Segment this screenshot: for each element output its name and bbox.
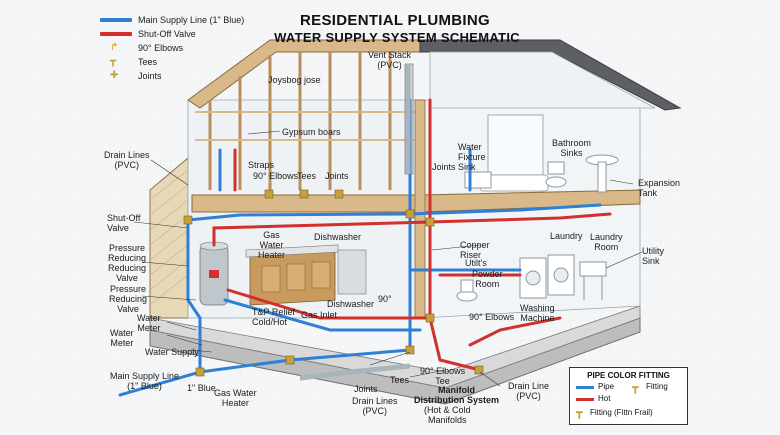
label-joints-2: Joints [432, 162, 456, 172]
label-laundry: Laundry [550, 231, 583, 241]
hot-water-pipes [212, 98, 612, 372]
legend-item-main-supply: Main Supply Line (1" Blue) [96, 14, 246, 28]
drain-pipes [299, 64, 411, 381]
label-laundry-room: Laundry Room [590, 232, 623, 252]
bathtub [479, 114, 549, 192]
label-joysbog: Joysbog jose [268, 75, 321, 85]
toilet-upstairs [545, 161, 567, 188]
diagram-subtitle: WATER SUPPLY SYSTEM SCHEMATIC [274, 30, 520, 45]
pipe-swatch-blue [576, 386, 594, 389]
label-vent-stack: Vent Stack (PVC) [368, 50, 412, 70]
legend-swatch-blue [100, 18, 132, 22]
elbow-icon: ↱ [110, 42, 119, 53]
label-gas-water-heater: Gas Water Heater [258, 230, 286, 260]
label-water-supply: Water Supply [145, 347, 199, 357]
label-drain-line: Drain Line (PVC) [508, 381, 550, 401]
fitting-icon-2: ┳ [576, 407, 583, 419]
label-1in-blue: 1" Blue [187, 383, 216, 393]
kitchen-cabinets [245, 244, 367, 306]
label-water-meter-2: Water Meter [110, 328, 134, 348]
center-wall [414, 99, 426, 319]
label-gas-inlet: Gas Inlet [301, 310, 338, 320]
powder-room-toilet [456, 279, 478, 302]
label-shutoff-valve: Shut-Off Valve [107, 213, 141, 233]
label-expansion-tank: Expansion Tank [638, 178, 681, 198]
label-gas-water-heater-2: Gas Water Heater [214, 388, 257, 408]
joint-icon: ✚ [110, 70, 119, 81]
label-utility-sink: Utility Sink [642, 246, 664, 266]
label-pressure-reducing-2: Pressure Reducing Valve [109, 284, 148, 314]
pipe-color-fitting-2: Fitting (Fittn Frail) [590, 408, 653, 417]
label-tp-relief: T&P Relief Cold/Hot [252, 307, 295, 327]
label-joints: Joints [325, 171, 349, 181]
label-straps: Straps [248, 160, 275, 170]
label-drain-lines-2: Drain Lines (PVC) [352, 396, 398, 416]
pedestal-sink [585, 154, 619, 193]
label-90-elbows: 90° Elbows [253, 171, 299, 181]
legend-item-joints: ✚ Joints [110, 70, 162, 81]
pipe-color-fitting: Fitting [646, 382, 668, 391]
pipe-swatch-red [576, 398, 594, 401]
label-90: 90° [378, 294, 392, 304]
label-tees: Tees [297, 171, 317, 181]
utility-sink-basin [579, 261, 607, 300]
label-main-supply-line: Main Supply Line (1" Blue) [110, 371, 180, 391]
legend-swatch-red [100, 32, 132, 36]
label-bathroom-sinks: Bathroom Sinks [552, 138, 592, 158]
washer-dryer [519, 254, 575, 299]
label-dishwasher-2: Dishwasher [327, 299, 375, 309]
label-utilts: Utilt's [465, 258, 487, 268]
label-tees-2: Tees [390, 375, 410, 385]
label-90-elbows-tee: 90° Elbows Tee [420, 366, 466, 386]
label-water-meter-1: Water Meter [137, 313, 161, 333]
label-dishwasher: Dishwasher [314, 232, 362, 242]
label-copper-riser: Copper Riser [460, 240, 490, 260]
legend-item-tees: ┳ Tees [110, 56, 158, 67]
pipe-color-hot: Hot [598, 394, 611, 403]
label-pressure-reducing-1: Pressure Reducing Reducing Valve [108, 243, 147, 283]
fitting-icon: ┳ [632, 382, 639, 394]
tee-icon: ┳ [110, 56, 117, 67]
legend-item-shutoff: Shut-Off Valve [96, 28, 246, 42]
label-joints-3: Joints [354, 384, 378, 394]
label-90-elbows-2: 90° Elbows [469, 312, 515, 322]
label-water-fixture-sink: Water Fixture Sink [458, 142, 486, 172]
label-manifold: Manifold Distribution System [414, 385, 500, 405]
pipe-color-legend: PIPE COLOR FITTING Pipe Hot ┳ Fitting ┳ … [569, 367, 688, 425]
label-washing-machine: Washing Machine [520, 303, 555, 323]
pipe-color-title: PIPE COLOR FITTING [587, 371, 670, 380]
label-gypsum: Gypsum boars [282, 127, 341, 137]
callout-leaders [133, 130, 643, 387]
diagram-title: RESIDENTIAL PLUMBING [300, 12, 490, 29]
water-heater-tank [199, 241, 229, 306]
brass-fittings [183, 189, 484, 377]
legend: Main Supply Line (1" Blue) Shut-Off Valv… [96, 14, 246, 84]
label-drain-lines-pvc: Drain Lines (PVC) [104, 150, 150, 170]
roof-right [419, 39, 682, 111]
label-powder-room: Powder Room [472, 269, 503, 289]
legend-item-elbows: ↱ 90° Elbows [110, 42, 184, 53]
pipe-color-pipe: Pipe [598, 382, 615, 391]
label-manifold-sub: (Hot & Cold Manifolds [424, 405, 471, 425]
